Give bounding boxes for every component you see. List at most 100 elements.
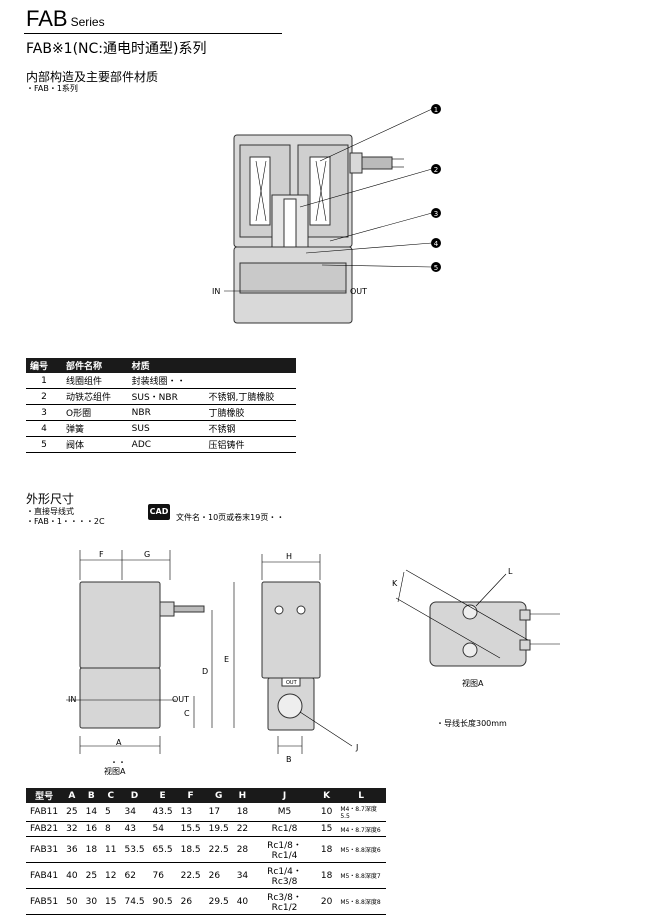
dim-c: C xyxy=(184,709,190,718)
out-port-label: OUT xyxy=(286,680,298,686)
title-underline xyxy=(24,33,282,34)
table-cell: 4 xyxy=(26,420,62,437)
table-cell: 43.5 xyxy=(148,803,177,822)
table-cell: 15.5 xyxy=(176,821,205,837)
structure-heading: 内部构造及主要部件材质 xyxy=(26,70,159,84)
table-cell: 26 xyxy=(176,888,205,915)
table-cell: 32 xyxy=(62,821,82,837)
table-cell: 2 xyxy=(26,388,62,405)
series-label: Series xyxy=(70,15,105,29)
dimensions-heading: 外形尺寸 xyxy=(26,492,75,506)
table-cell: 30 xyxy=(81,888,102,915)
table-cell: M4・8.7深度5.5 xyxy=(336,803,386,822)
front-connector xyxy=(159,601,175,617)
column-header: E xyxy=(148,788,177,803)
table-cell: O形圈 xyxy=(62,404,128,421)
table-cell: NBR xyxy=(127,404,205,421)
table-cell: 不锈钢 xyxy=(204,420,296,437)
structure-note: ・FAB・1系列 xyxy=(26,84,78,93)
dimensions-note-1: ・直接导线式 xyxy=(26,507,74,516)
column-header: B xyxy=(81,788,102,803)
table-cell: 74.5 xyxy=(120,888,149,915)
table-cell: 22 xyxy=(232,821,253,837)
winding-left xyxy=(249,156,271,226)
callout-5: 5 xyxy=(434,264,438,272)
table-cell: 线圈组件 xyxy=(62,373,128,389)
front-body xyxy=(79,667,161,729)
table-cell: 65.5 xyxy=(148,836,177,863)
table-cell: 11 xyxy=(101,836,121,863)
table-cell: 18.5 xyxy=(176,836,205,863)
table-cell: 50 xyxy=(62,888,82,915)
table-cell: 10 xyxy=(316,803,337,822)
table-cell: 动铁芯组件 xyxy=(62,388,128,405)
table-cell: 34 xyxy=(232,862,253,889)
table-cell: Rc1/8 xyxy=(252,821,317,837)
table-cell: 5 xyxy=(26,436,62,453)
table-cell: 18 xyxy=(316,862,337,889)
column-header: J xyxy=(252,788,317,803)
table-cell: 16 xyxy=(81,821,102,837)
table-cell: 54 xyxy=(148,821,177,837)
lead-length-note: ・导线长度300mm xyxy=(436,718,507,728)
table-cell: 76 xyxy=(148,862,177,889)
out-label: OUT xyxy=(350,287,367,296)
in-label: IN xyxy=(212,287,220,296)
dim-k: K xyxy=(392,579,398,588)
table-cell: 40 xyxy=(62,862,82,889)
col-part: 部件名称 xyxy=(62,358,128,373)
dim-a: A xyxy=(116,738,122,747)
table-cell: SUS xyxy=(127,420,205,437)
table-header-row: 编号 部件名称 材质 xyxy=(26,358,296,373)
table-cell: 不锈钢,丁腈橡胶 xyxy=(204,388,296,405)
column-header: G xyxy=(204,788,233,803)
side-coil xyxy=(261,581,321,679)
front-view-label: 视图A xyxy=(104,766,126,776)
dim-l: L xyxy=(508,567,513,576)
col-no: 编号 xyxy=(26,358,62,373)
callout-3: 3 xyxy=(434,210,438,218)
column-header: 型号 xyxy=(26,788,63,803)
column-header: C xyxy=(101,788,121,803)
table-cell: 15 xyxy=(316,821,337,837)
table-cell: 90.5 xyxy=(148,888,177,915)
flow-path xyxy=(239,262,347,294)
callout-2: 2 xyxy=(434,166,438,174)
table-cell: M5・8.8深度8 xyxy=(336,888,386,915)
dim-b: B xyxy=(286,755,292,764)
front-out-label: OUT xyxy=(172,695,189,704)
winding-right xyxy=(309,156,331,226)
page-subtitle: FAB※1(NC:通电时通型)系列 xyxy=(26,41,207,57)
table-cell: FAB31 xyxy=(26,836,63,863)
dim-j: J xyxy=(355,743,358,752)
table-cell: 34 xyxy=(120,803,149,822)
column-header: D xyxy=(120,788,149,803)
dim-e: E xyxy=(224,655,229,664)
dim-g: G xyxy=(144,550,150,559)
view-a-body xyxy=(429,601,527,667)
dimension-drawings: F G A D E C IN OUT ・・ 视图A H OUT B J K L … xyxy=(66,550,560,776)
table-cell: 22.5 xyxy=(204,836,233,863)
table-cell: 18 xyxy=(81,836,102,863)
table-cell: M5・8.8深度7 xyxy=(336,862,386,889)
table-cell: M4・8.7深度6 xyxy=(336,821,386,837)
table-cell: 22.5 xyxy=(176,862,205,889)
table-cell: 17 xyxy=(204,803,233,822)
table-cell xyxy=(204,373,296,389)
table-cell: 28 xyxy=(232,836,253,863)
table-cell: 阀体 xyxy=(62,436,128,453)
column-header: K xyxy=(316,788,337,803)
table-cell: 26 xyxy=(204,862,233,889)
table-cell: 18 xyxy=(316,836,337,863)
